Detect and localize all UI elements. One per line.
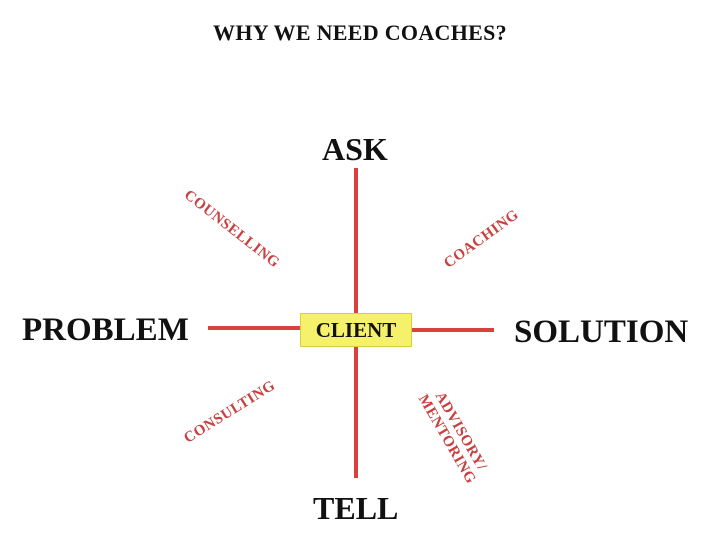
client-box: CLIENT: [300, 313, 412, 347]
pole-problem: PROBLEM: [22, 312, 189, 348]
diagram-title: WHY WE NEED COACHES?: [213, 20, 507, 45]
pole-solution: SOLUTION: [514, 314, 689, 350]
pole-ask: ASK: [322, 131, 388, 167]
client-label: CLIENT: [315, 317, 397, 342]
pole-tell: TELL: [313, 490, 399, 526]
